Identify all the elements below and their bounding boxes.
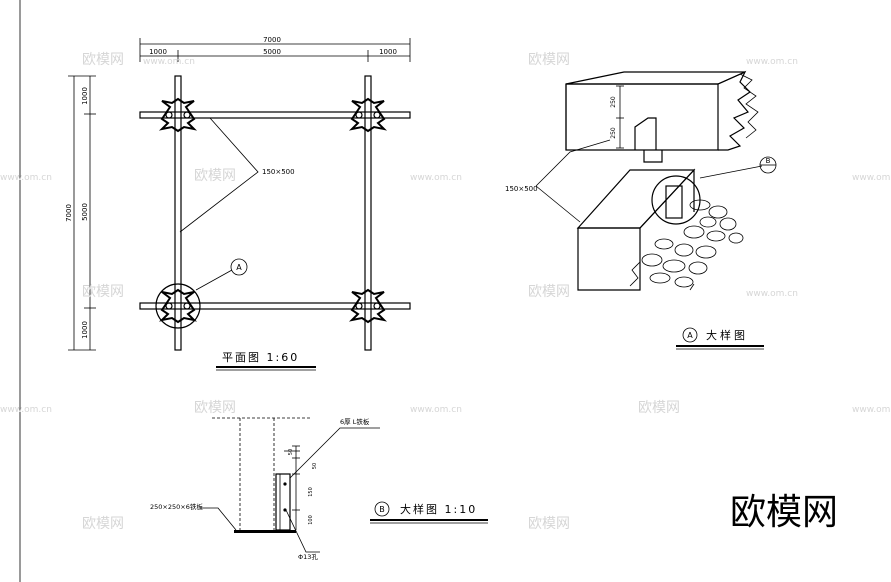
plan-dim-left-total: 7000 (65, 204, 73, 222)
plan-dim-top-right: 1000 (379, 48, 397, 56)
watermark-url: www.om.cn (852, 405, 891, 415)
detail-a-dim-250-upper: 250 (610, 96, 617, 108)
plan-dim-top-total: 7000 (263, 36, 281, 44)
plan-dim-left-mid: 5000 (81, 203, 89, 221)
detail-b-view: 50 50 150 100 6厚 L铁板 250×250×6铁板 Φ13孔 B … (150, 417, 488, 561)
plan-dim-top-left: 1000 (149, 48, 167, 56)
detail-b-steel-label: 6厚 L铁板 (340, 417, 370, 426)
detail-a-title-circle (682, 327, 698, 343)
detail-b-title-circle (374, 501, 390, 517)
watermark-logo: 欧模网 (82, 52, 124, 68)
watermark-url: www.om.cn (852, 173, 891, 183)
plan-column-bottom-left (155, 283, 201, 329)
watermark-logo: 欧模网 (528, 52, 570, 68)
watermark-logo: 欧模网 (528, 516, 570, 532)
detail-a-title: 大样图 (706, 328, 748, 342)
plan-beam-label: 150×500 (262, 168, 295, 176)
watermark-url: www.om.cn (410, 405, 462, 415)
watermark-url: www.om.cn (143, 57, 195, 67)
watermark-url: www.om.cn (746, 57, 798, 67)
detail-b-steel-angle (275, 473, 291, 531)
watermark-url: www.om.cn (0, 405, 52, 415)
plan-dim-top-mid: 5000 (263, 48, 281, 56)
plan-callout-a-circle (230, 258, 248, 276)
detail-a-view: 250 250 (505, 70, 777, 350)
detail-a-beam-label: 150×500 (505, 185, 538, 193)
plan-beam-leader (179, 117, 259, 233)
watermark-layer: 欧模网 www.om.cn 欧模网 www.om.cn 欧模网 www.om.c… (0, 52, 891, 533)
watermark-logo: 欧模网 (194, 400, 236, 416)
watermark-logo: 欧模网 (638, 400, 680, 416)
plan-column-bottom-right (348, 288, 388, 324)
detail-b-dim-50: 50 (288, 449, 294, 455)
detail-a-stones (629, 199, 744, 291)
detail-a-callout-circle (651, 175, 701, 225)
detail-b-title-letter: B (379, 505, 385, 514)
watermark-logo: 欧模网 (82, 516, 124, 532)
brand-logo-large: 欧模网 (730, 492, 838, 533)
detail-a-title-letter: A (687, 331, 693, 340)
detail-b-plate-label: 250×250×6铁板 (150, 502, 203, 511)
plan-beam-top (139, 111, 411, 119)
detail-b-base-plate (234, 530, 296, 533)
watermark-url: www.om.cn (0, 173, 52, 183)
plan-dim-left-top: 1000 (81, 87, 89, 105)
plan-column-top-right (348, 97, 388, 133)
detail-b-dim-50b: 50 (312, 463, 318, 469)
plan-beam-left (174, 75, 182, 351)
detail-b-hole-label: Φ13孔 (298, 553, 318, 561)
plan-beam-right (364, 75, 372, 351)
detail-b-dim-100: 100 (308, 515, 314, 525)
plan-column-top-left (158, 97, 198, 133)
detail-b-dim-150: 150 (308, 487, 314, 497)
plan-title: 平面图 1:60 (222, 351, 299, 364)
detail-b-title: 大样图 1:10 (400, 502, 477, 516)
detail-a-callout-b: B (766, 157, 771, 165)
plan-dim-left-bottom: 1000 (81, 321, 89, 339)
plan-view: 7000 1000 5000 1000 7000 1000 5000 1000 (65, 36, 411, 371)
watermark-logo: 欧模网 (528, 284, 570, 300)
watermark-logo: 欧模网 (194, 168, 236, 184)
detail-a-dim-250-lower: 250 (610, 127, 617, 139)
plan-beam-bottom (139, 302, 411, 310)
plan-callout-a: A (236, 263, 242, 272)
watermark-url: www.om.cn (746, 289, 798, 299)
watermark-logo: 欧模网 (82, 284, 124, 300)
watermark-url: www.om.cn (410, 173, 462, 183)
